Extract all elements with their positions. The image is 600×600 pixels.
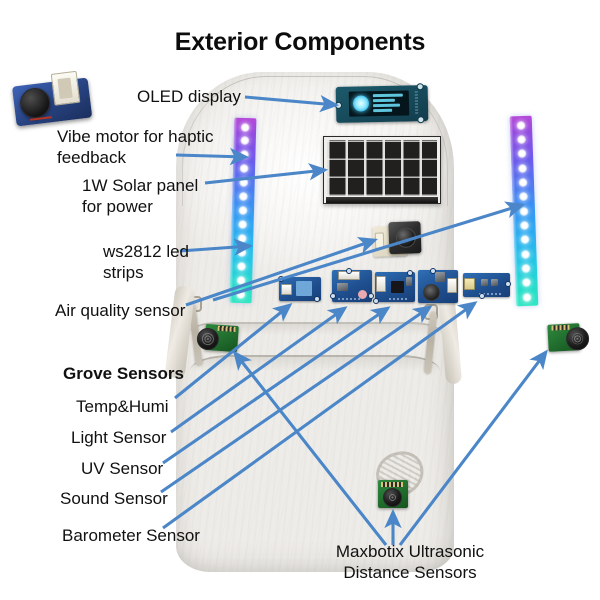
- led-pixel: [236, 261, 247, 271]
- pin-header: [217, 325, 236, 332]
- led-pixel: [516, 120, 526, 130]
- grove-connector: [281, 284, 292, 295]
- pressure-sensor-chip: [481, 279, 488, 286]
- mount-hole: [479, 293, 485, 299]
- label-oled-display: OLED display: [137, 87, 241, 106]
- ws2812-led-strip-right: [509, 115, 539, 307]
- mount-hole: [334, 101, 343, 109]
- camera-connector: [374, 232, 385, 249]
- pin-header: [381, 482, 403, 487]
- led-strip-highlight-right: [509, 116, 520, 307]
- light-sensor-board: [330, 268, 374, 302]
- oled-screen: [348, 90, 410, 117]
- label-solar-panel: 1W Solar panel for power: [82, 176, 199, 217]
- uv-sensor-chip: [391, 281, 404, 293]
- label-vibe-motor: Vibe motor for haptic feedback: [57, 127, 214, 168]
- label-air-quality-sensor: Air quality sensor: [55, 301, 186, 320]
- silkscreen-label: [338, 298, 362, 300]
- label-led-strips: ws2812 led strips: [103, 242, 190, 283]
- solar-panel: [323, 136, 441, 204]
- led-pixel: [521, 263, 531, 273]
- led-pixel: [238, 219, 248, 230]
- mount-hole: [330, 293, 336, 299]
- led-pixel: [238, 191, 248, 202]
- ultrasonic-transducer: [196, 327, 220, 351]
- led-pixel: [517, 149, 527, 159]
- solar-panel-base: [326, 197, 438, 203]
- grove-connector: [447, 278, 457, 293]
- led-pixel: [239, 178, 249, 188]
- label-sound-sensor: Sound Sensor: [60, 489, 168, 508]
- ultrasonic-sensor-right: [547, 323, 590, 352]
- label-uv-sensor: UV Sensor: [81, 459, 164, 478]
- mount-hole: [416, 83, 424, 91]
- regulator-chip: [406, 277, 412, 286]
- led-pixel: [237, 247, 247, 257]
- label-barometer-sensor: Barometer Sensor: [62, 526, 200, 545]
- label-grove-sensors-heading: Grove Sensors: [63, 364, 184, 383]
- led-pixel: [236, 289, 246, 299]
- silkscreen-label: [389, 298, 409, 300]
- sun-icon: [352, 95, 370, 112]
- led-pixel: [518, 177, 528, 187]
- led-pixel: [238, 205, 248, 216]
- led-pixel: [517, 163, 528, 173]
- barometer-sensor-board: [463, 273, 511, 299]
- mount-hole: [346, 268, 352, 274]
- dht-sensor-chip: [296, 281, 312, 296]
- led-pixel: [520, 234, 530, 245]
- opamp-chip: [337, 283, 348, 291]
- label-ultrasonic-sensors: Maxbotix Ultrasonic Distance Sensors: [335, 542, 485, 583]
- solar-cells: [327, 140, 437, 196]
- ultrasonic-transducer: [383, 488, 402, 507]
- label-temp-humi: Temp&Humi: [76, 397, 169, 416]
- led-pixel: [519, 206, 529, 216]
- grove-connector: [376, 276, 386, 292]
- backpack-pocket-zipper: [190, 355, 440, 371]
- ultrasonic-sensor-bottom: [378, 480, 408, 508]
- sound-sensor-board: [418, 268, 458, 303]
- ultrasonic-sensor-left: [196, 323, 239, 353]
- vibration-motor-board: [11, 68, 94, 135]
- led-pixel: [237, 233, 247, 243]
- led-pixel: [521, 277, 532, 288]
- mount-hole: [430, 268, 436, 274]
- mount-hole: [278, 276, 284, 282]
- led-pixel: [236, 275, 246, 285]
- page-title: Exterior Components: [174, 28, 426, 56]
- mount-hole: [314, 296, 320, 302]
- pin-header: [551, 324, 570, 331]
- led-pixel: [518, 192, 529, 202]
- mount-hole: [407, 270, 413, 276]
- grove-connector: [464, 278, 475, 290]
- camera-module: [372, 221, 422, 259]
- label-light-sensor: Light Sensor: [71, 428, 167, 447]
- ultrasonic-transducer: [565, 326, 590, 351]
- oled-readout-text: [372, 93, 407, 113]
- led-pixel: [522, 292, 532, 302]
- temp-humi-board: [278, 276, 321, 302]
- led-pixel: [519, 220, 530, 230]
- oled-display-module: [334, 83, 429, 124]
- connector-slot: [57, 77, 73, 100]
- led-pixel: [520, 249, 531, 259]
- microphone: [423, 284, 440, 301]
- mount-hole: [373, 298, 379, 304]
- led-pixel: [516, 134, 527, 145]
- uv-sensor-board: [373, 270, 415, 304]
- camera-lens: [388, 221, 422, 255]
- amplifier-chip: [435, 272, 445, 282]
- mount-hole: [505, 281, 511, 287]
- oled-silkscreen: [414, 91, 419, 116]
- ic-chip: [491, 279, 498, 286]
